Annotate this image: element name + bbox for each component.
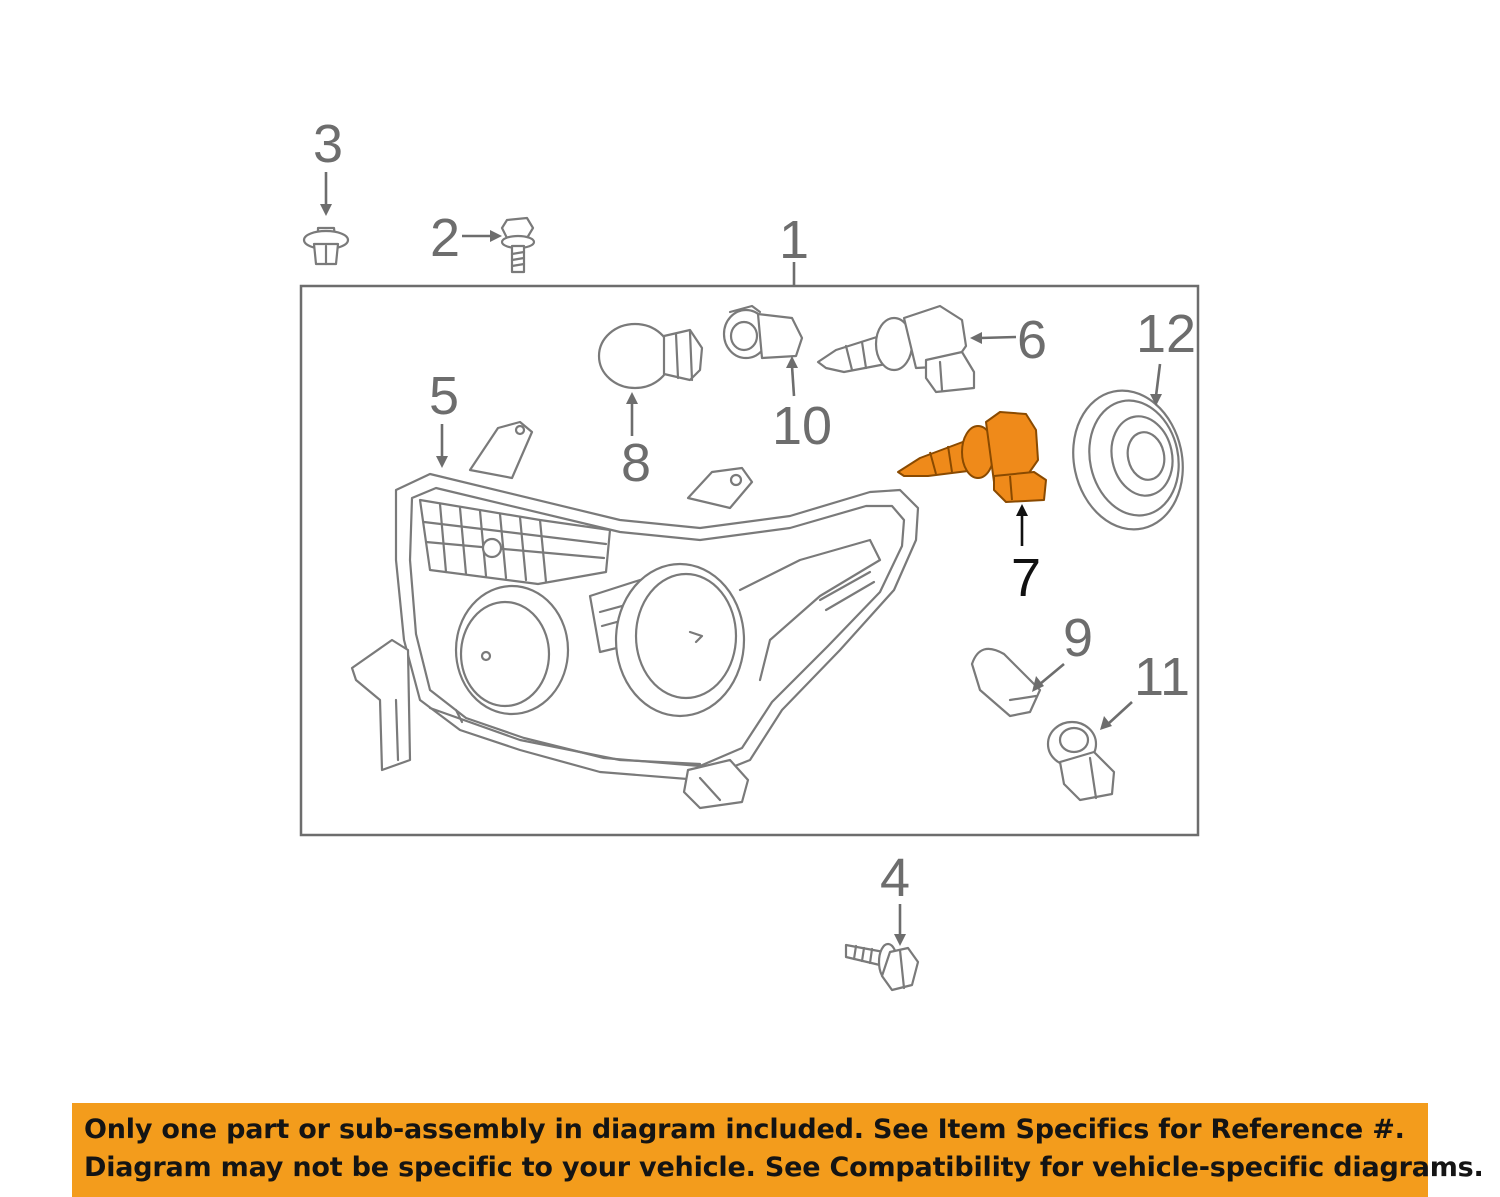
callout-2: 2: [430, 208, 460, 268]
bulb-part-8: [597, 322, 704, 390]
socket-part-11: [1046, 720, 1116, 802]
bolt-part-2: [500, 216, 536, 274]
callout-6: 6: [1017, 310, 1047, 370]
assembly-frame: [299, 284, 1200, 837]
callout-1: 1: [779, 210, 809, 270]
bulb-part-9: [970, 647, 1042, 718]
headlamp-housing-part-5: [350, 420, 920, 810]
socket-part-10: [722, 304, 804, 360]
callout-3: 3: [313, 114, 343, 174]
dust-cover-part-12: [1072, 389, 1184, 531]
callout-11: 11: [1134, 647, 1190, 707]
bolt-part-4: [844, 942, 920, 992]
callout-7: 7: [1011, 548, 1041, 608]
parts-diagram: 1 2 3 4 5 6 7 8 9 10 11 12: [299, 114, 1200, 992]
callout-12: 12: [1136, 304, 1196, 364]
callout-5: 5: [429, 366, 459, 426]
disclaimer-banner: Only one part or sub-assembly in diagram…: [72, 1103, 1484, 1197]
disclaimer-line-2: Diagram may not be specific to your vehi…: [84, 1152, 1484, 1183]
clip-part-3: [302, 226, 350, 266]
callout-10: 10: [772, 396, 832, 456]
disclaimer-line-1: Only one part or sub-assembly in diagram…: [84, 1114, 1405, 1145]
bulb-part-7-highlighted: [897, 411, 1047, 503]
callout-8: 8: [621, 433, 651, 493]
bulb-part-6: [816, 304, 976, 394]
callout-9: 9: [1063, 608, 1093, 668]
leader-lines: [320, 172, 1162, 946]
callout-4: 4: [880, 848, 910, 908]
